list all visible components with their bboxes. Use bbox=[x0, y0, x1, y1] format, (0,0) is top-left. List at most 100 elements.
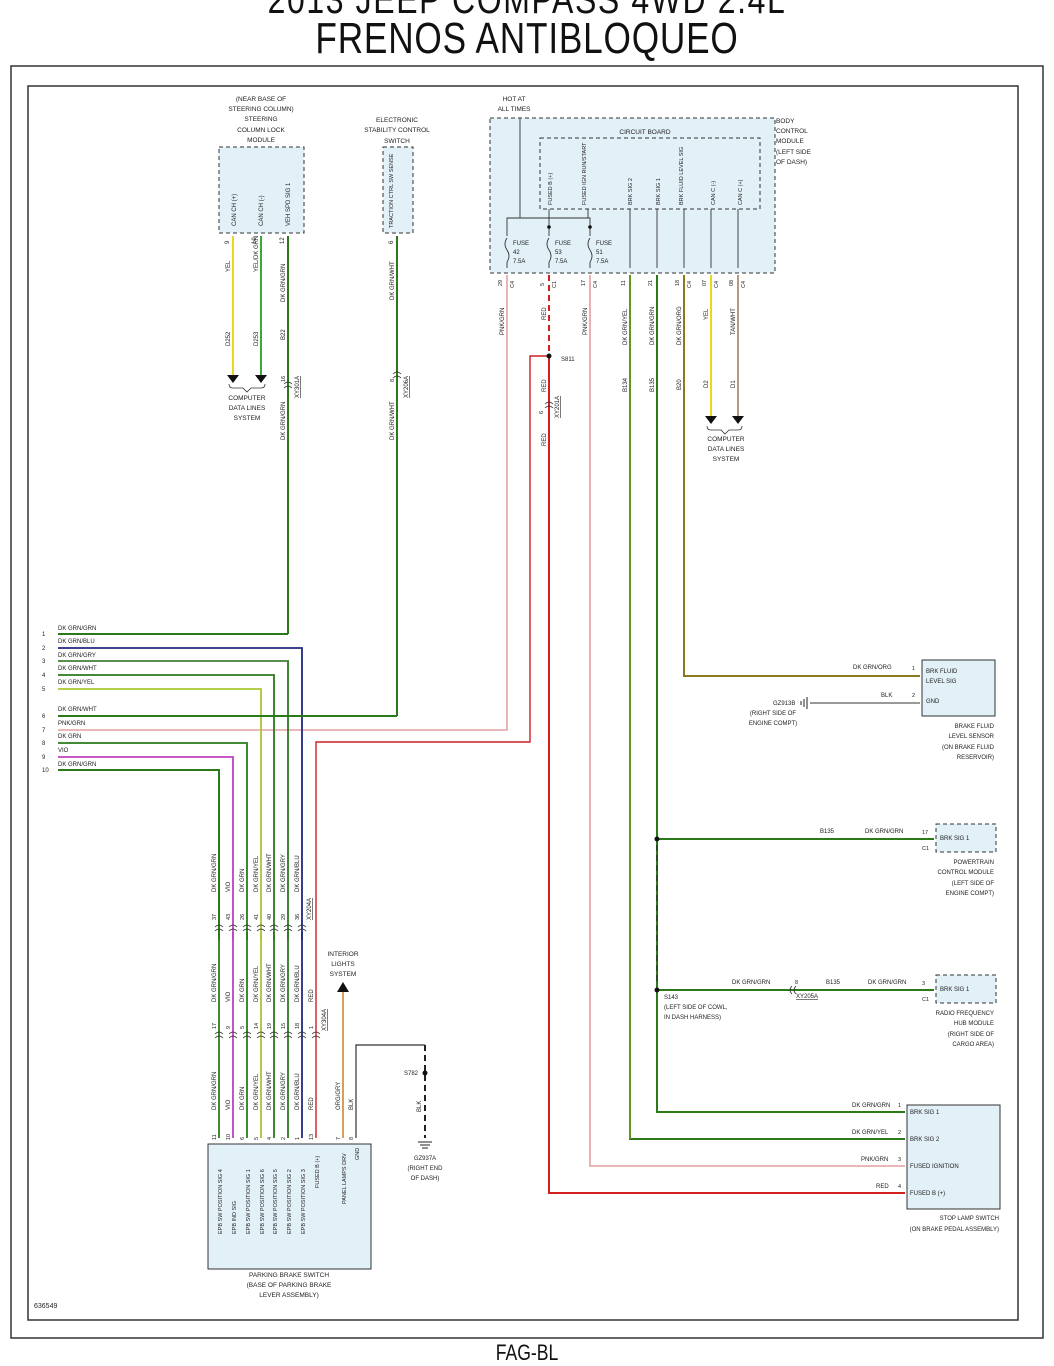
svg-text:STOP LAMP SWITCH: STOP LAMP SWITCH bbox=[940, 1216, 999, 1222]
interior-lights-1: LIGHTS bbox=[331, 961, 355, 968]
sclm-pin-label-veh-spd: VEH SPD SIG 1 bbox=[286, 182, 292, 226]
svg-text:CONTROL MODULE: CONTROL MODULE bbox=[938, 870, 994, 876]
bcm-int-brksig1: BRK SIG 1 bbox=[656, 178, 662, 205]
svg-text:VIO: VIO bbox=[226, 991, 232, 1002]
wire-label-brkfluid: DK GRN/ORG bbox=[853, 665, 892, 671]
svg-text:DK GRN/WHT: DK GRN/WHT bbox=[58, 666, 97, 672]
svg-text:EPB IND SIG: EPB IND SIG bbox=[232, 1201, 238, 1234]
svg-text:DK GRN/YEL: DK GRN/YEL bbox=[254, 1073, 260, 1110]
bcm-int-canc-neg: CAN C (-) bbox=[711, 181, 717, 205]
sclm-label-2: STEERING bbox=[244, 116, 277, 123]
svg-text:3: 3 bbox=[922, 981, 925, 987]
wire-red-stop-lamp bbox=[548, 356, 905, 1194]
circuit-b22: B22 bbox=[281, 329, 287, 340]
sclm-label-4: MODULE bbox=[247, 137, 275, 144]
svg-text:DK GRN: DK GRN bbox=[58, 734, 81, 740]
arrow-d1 bbox=[732, 416, 744, 424]
connector-xy301a bbox=[283, 381, 293, 389]
svg-text:RED: RED bbox=[309, 989, 315, 1002]
svg-text:14: 14 bbox=[254, 1023, 260, 1029]
ground-gz937a-symbol bbox=[418, 1141, 432, 1149]
wire-label-blk-gnd: BLK bbox=[417, 1101, 423, 1112]
svg-text:37: 37 bbox=[212, 914, 218, 920]
svg-text:DK GRN/WHT: DK GRN/WHT bbox=[267, 963, 273, 1002]
svg-text:17: 17 bbox=[581, 280, 587, 286]
wire-pnkgrn-stop-lamp bbox=[589, 275, 905, 1167]
svg-text:DK GRN/YEL: DK GRN/YEL bbox=[254, 965, 260, 1002]
sclm-pin-10: 10 bbox=[252, 237, 258, 244]
wire-label-sl1: DK GRN/GRN bbox=[852, 1103, 890, 1109]
connector-xy204a bbox=[214, 924, 307, 932]
svg-text:VIO: VIO bbox=[58, 748, 69, 754]
connector-label-xy301a: XY301A bbox=[295, 376, 301, 398]
svg-text:BRK SIG 1: BRK SIG 1 bbox=[940, 987, 970, 993]
svg-text:EPB SW POSITION SIG 1: EPB SW POSITION SIG 1 bbox=[246, 1169, 252, 1234]
svg-text:VIO: VIO bbox=[226, 1099, 232, 1110]
bcm-circuit-board: CIRCUIT BOARD bbox=[619, 129, 670, 136]
svg-text:1: 1 bbox=[295, 1137, 301, 1140]
svg-text:C4: C4 bbox=[741, 281, 747, 288]
esc-label-0: ELECTRONIC bbox=[376, 117, 418, 124]
wire-red-to-parking-brake bbox=[315, 355, 549, 1138]
svg-text:42: 42 bbox=[513, 250, 520, 256]
wire-label-rf-b: DK GRN/GRN bbox=[868, 980, 906, 986]
svg-text:8: 8 bbox=[349, 1137, 355, 1140]
svg-text:DK GRN: DK GRN bbox=[240, 1087, 246, 1110]
cdls-right-2: SYSTEM bbox=[713, 456, 740, 463]
svg-text:16: 16 bbox=[281, 376, 287, 382]
stop-lamp-switch: BRK SIG 1 BRK SIG 2 FUSED IGNITION FUSED… bbox=[898, 1103, 1001, 1233]
diagram-id: 636549 bbox=[34, 1303, 57, 1310]
vertical-bundle bbox=[218, 932, 303, 1138]
body-control-module: HOT AT ALL TIMES CIRCUIT BOARD BODY CONT… bbox=[489, 96, 812, 274]
circuit-d252: D252 bbox=[226, 331, 232, 346]
svg-text:7: 7 bbox=[42, 728, 46, 734]
svg-text:07: 07 bbox=[702, 280, 708, 286]
svg-text:5: 5 bbox=[540, 283, 546, 286]
wire-label-sl4: RED bbox=[876, 1184, 889, 1190]
fuse-42-symbol bbox=[504, 237, 510, 263]
svg-text:LEVER ASSEMBLY): LEVER ASSEMBLY) bbox=[259, 1292, 319, 1299]
cdls-left-0: COMPUTER bbox=[228, 395, 266, 402]
splice-s782: S782 bbox=[404, 1071, 419, 1077]
interior-lights-2: SYSTEM bbox=[330, 971, 357, 978]
circuit-rf-b135: B135 bbox=[826, 980, 841, 986]
svg-text:FUSED B (+): FUSED B (+) bbox=[315, 1156, 321, 1188]
vertical-upper-labels: DK GRN/GRN VIO DK GRN DK GRN/YEL DK GRN/… bbox=[212, 853, 301, 892]
svg-text:HUB MODULE: HUB MODULE bbox=[954, 1021, 994, 1027]
wire-label-red-lower: RED bbox=[542, 433, 548, 446]
svg-text:DK GRN/WHT: DK GRN/WHT bbox=[58, 707, 97, 713]
svg-text:PNK/GRN: PNK/GRN bbox=[58, 721, 85, 727]
svg-text:DK GRN/GRN: DK GRN/GRN bbox=[212, 964, 218, 1002]
svg-text:1: 1 bbox=[912, 666, 915, 672]
svg-text:C1: C1 bbox=[922, 846, 929, 852]
connector-label-xy204a: XY204A bbox=[307, 898, 313, 920]
wire-pnkgrn-row7 bbox=[58, 275, 508, 731]
circuit-b20: B20 bbox=[677, 379, 683, 390]
wire-label-esc-upper: DK GRN/WHT bbox=[390, 261, 396, 300]
svg-text:9: 9 bbox=[42, 755, 46, 761]
arrow-interior-lights bbox=[337, 982, 349, 992]
svg-text:GND: GND bbox=[926, 699, 940, 705]
sclm-pin-9: 9 bbox=[225, 240, 231, 244]
vertical-mid-labels: DK GRN/GRN VIO DK GRN DK GRN/YEL DK GRN/… bbox=[212, 963, 315, 1002]
connector-xy201a bbox=[544, 401, 554, 409]
vertical-lower-labels: DK GRN/GRN VIO DK GRN DK GRN/YEL DK GRN/… bbox=[212, 1071, 423, 1112]
steering-column-lock-module: (NEAR BASE OF STEERING COLUMN) STEERING … bbox=[218, 96, 305, 244]
svg-text:1: 1 bbox=[42, 632, 46, 638]
svg-text:DK GRN: DK GRN bbox=[240, 979, 246, 1002]
svg-text:DK GRN/GRY: DK GRN/GRY bbox=[281, 854, 287, 892]
svg-text:DK GRN/GRY: DK GRN/GRY bbox=[281, 1072, 287, 1110]
svg-text:43: 43 bbox=[226, 914, 232, 920]
svg-text:(LEFT SIDE OF: (LEFT SIDE OF bbox=[952, 881, 995, 887]
svg-text:6: 6 bbox=[539, 411, 545, 414]
arrow-d2 bbox=[705, 416, 717, 424]
brake-fluid-level-sensor: BRK FLUID LEVEL SIG GND 1 2 BRAKE FLUID … bbox=[912, 659, 996, 761]
wire-label-sl2: DK GRN/YEL bbox=[852, 1130, 889, 1136]
splice-s143: S143 bbox=[664, 995, 679, 1001]
circuit-pcm-b135: B135 bbox=[820, 829, 835, 835]
svg-text:2: 2 bbox=[42, 646, 46, 652]
connector-label-xy304a: XY304A bbox=[322, 1009, 328, 1031]
svg-text:DK GRN/YEL: DK GRN/YEL bbox=[254, 855, 260, 892]
svg-text:1: 1 bbox=[898, 1103, 901, 1109]
